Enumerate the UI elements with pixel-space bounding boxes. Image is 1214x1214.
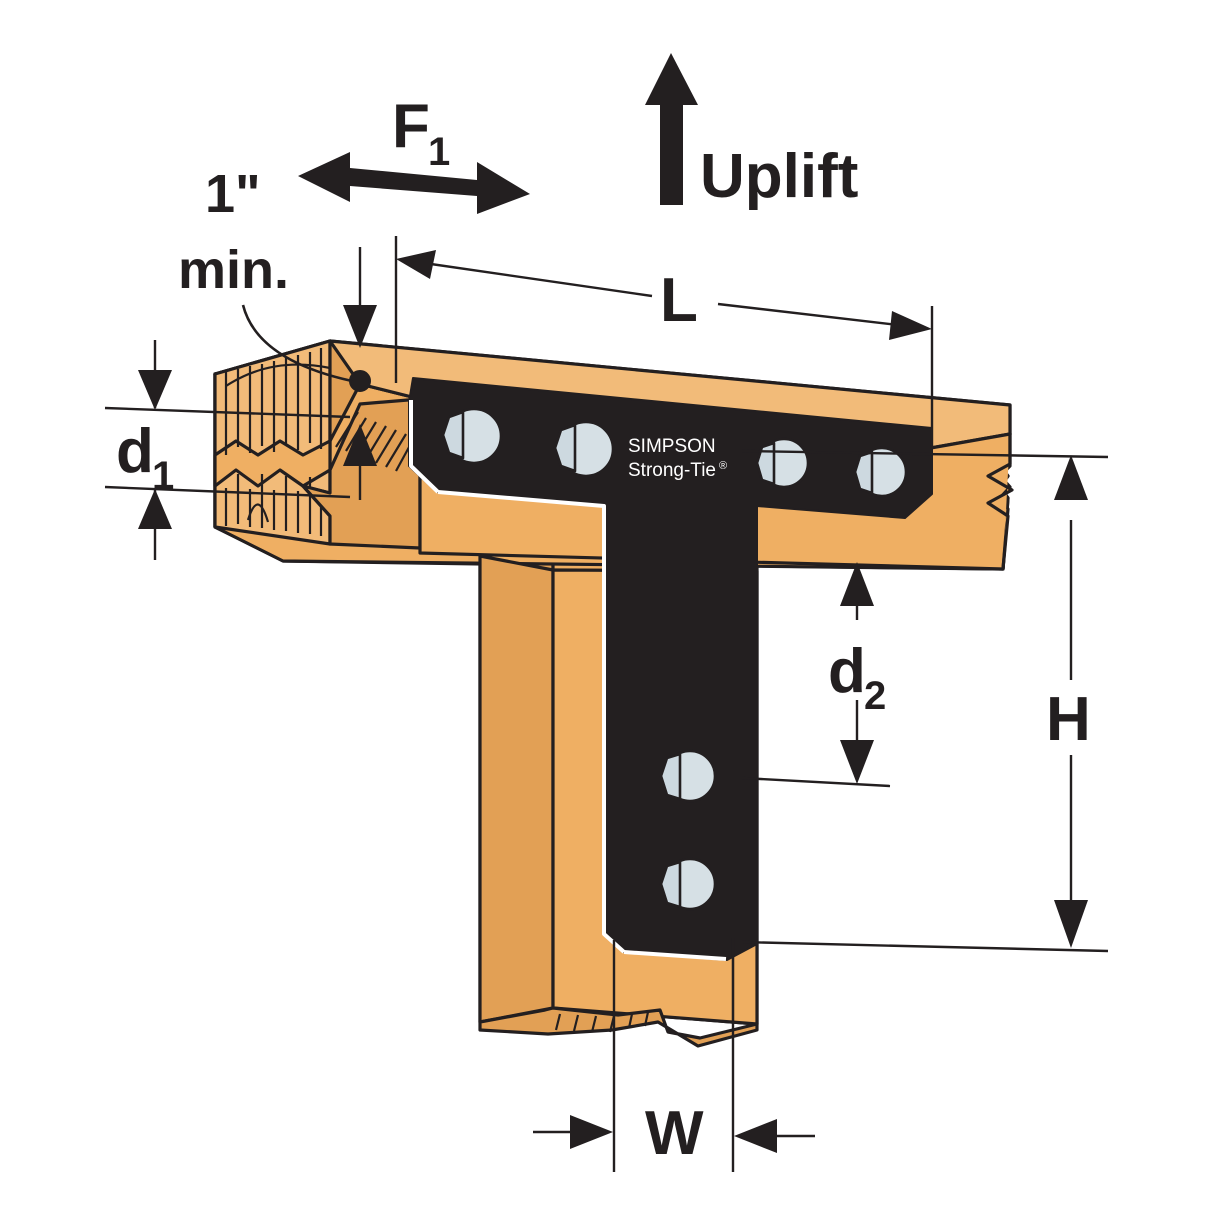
l-label: L: [660, 266, 698, 335]
h-ext-bottom: [741, 940, 1109, 953]
grain-curve-top: [225, 363, 331, 387]
f1-dimension: F 1: [298, 92, 530, 214]
uplift-label: Uplift: [700, 142, 858, 211]
bolt-post-2: [659, 857, 717, 911]
bolt-post-1: [659, 749, 717, 803]
beam-right-break-edge: [986, 434, 1014, 570]
bolt-beam-3: [755, 437, 810, 489]
h-dimension: H: [741, 449, 1109, 953]
d2-dimension: d 2: [741, 562, 891, 788]
beam-cut-end: [213, 339, 422, 550]
d2-label-sub: 2: [864, 674, 886, 718]
d2-arrow-top: [840, 562, 874, 606]
beam-right-break: [986, 434, 1014, 570]
h-ext-top: [741, 449, 1109, 459]
h-arrow-top: [1054, 455, 1088, 500]
plate-edge-highlight-3: [623, 950, 727, 961]
d1-label-sub: 1: [152, 454, 174, 498]
break-hatch-2: [572, 1014, 580, 1032]
w-arrow-right: [734, 1119, 777, 1153]
break-hatch-3: [590, 1015, 598, 1033]
beam-top-pointer-arrow: [343, 305, 377, 348]
beam-inner-pointer: [343, 424, 377, 500]
d1-label: d: [116, 417, 154, 486]
l-line-right: [717, 302, 899, 327]
edge-distance-leader: [241, 304, 353, 383]
f1-label-sub: 1: [428, 130, 450, 174]
post-side-face-2: [478, 554, 555, 1024]
l-arrow-left: [396, 250, 436, 279]
d1-arrow-top: [138, 370, 172, 410]
edge-distance-value: 1": [205, 164, 261, 224]
f1-arrow-shape: [298, 152, 530, 214]
plate-edge-highlight: [409, 400, 440, 494]
post-bottom-break: [478, 1006, 759, 1048]
brand-line-2: Strong-Tie: [628, 460, 716, 481]
f1-label: F: [392, 92, 430, 161]
l-line-left: [423, 261, 653, 298]
d1-ext-bottom: [104, 485, 351, 499]
bolt-beam-4: [853, 446, 908, 498]
break-hatch-6: [643, 1011, 650, 1027]
d1-ext-top: [104, 406, 351, 419]
brand-text: SIMPSON Strong-Tie ®: [628, 436, 727, 481]
edge-distance-hole: [349, 370, 371, 392]
break-hatch-1: [554, 1013, 562, 1031]
d2-arrow-bottom: [840, 740, 874, 784]
w-label: W: [645, 1099, 704, 1168]
uplift-dimension: Uplift: [645, 53, 858, 211]
bolt-group: [441, 407, 908, 911]
d1-dimension: d 1: [104, 340, 351, 560]
uplift-arrow-shape: [645, 53, 698, 205]
h-arrow-bottom: [1054, 900, 1088, 948]
edge-distance-callout: 1" min.: [178, 164, 353, 383]
bolt-beam-1: [441, 407, 503, 465]
h-label: H: [1046, 685, 1091, 754]
d1-arrow-bottom: [138, 489, 172, 529]
beam-end-side-2: [301, 397, 422, 550]
edge-distance-note: min.: [178, 240, 289, 300]
l-arrow-right: [889, 311, 932, 340]
bolt-beam-2: [553, 420, 615, 478]
break-hatch-5: [627, 1013, 634, 1029]
d2-ext-bottom: [741, 776, 891, 788]
d2-label: d: [828, 637, 866, 706]
beam-top-pointer: [343, 247, 377, 348]
l-dimension: L: [394, 236, 934, 447]
grain-knot: [246, 503, 270, 523]
w-arrow-left: [570, 1115, 613, 1149]
beam-inner-pointer-arrow: [343, 424, 377, 466]
brand-line-1: SIMPSON: [628, 436, 716, 457]
w-dimension: W: [533, 938, 815, 1172]
brand-registered-mark: ®: [719, 460, 727, 472]
